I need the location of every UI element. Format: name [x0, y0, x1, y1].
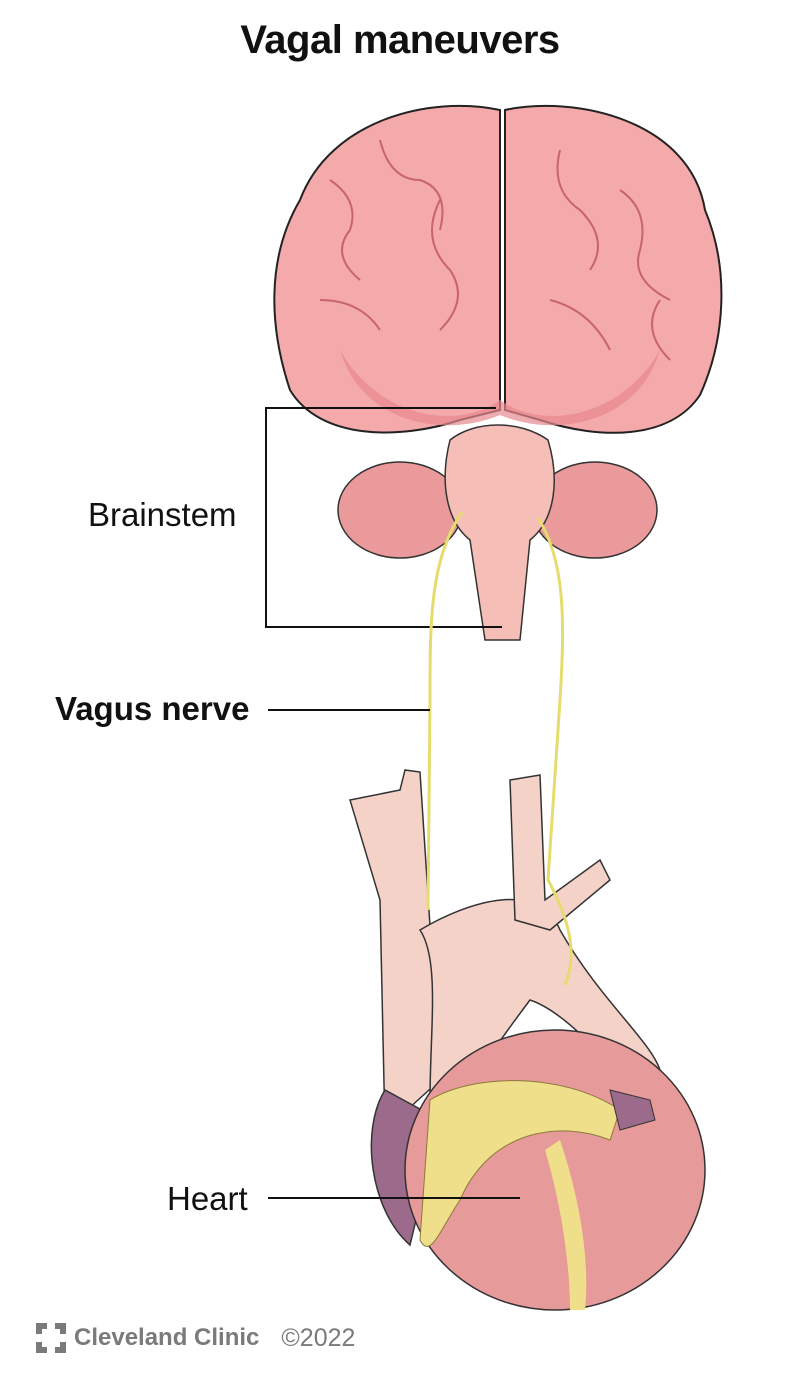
page-title: Vagal maneuvers — [240, 18, 560, 62]
cleveland-clinic-logo-icon — [36, 1323, 66, 1353]
vagus-nerve-right — [536, 517, 573, 986]
heart-label: Heart — [167, 1180, 248, 1217]
footer: Cleveland Clinic ©2022 — [36, 1323, 355, 1353]
vagus-nerve-label: Vagus nerve — [55, 690, 250, 727]
cerebellum-left — [337, 461, 463, 559]
vagus-nerve-left — [426, 511, 464, 911]
copyright: ©2022 — [281, 1323, 356, 1352]
brainstem-label: Brainstem — [88, 496, 237, 533]
brand-name: Cleveland Clinic — [74, 1324, 260, 1351]
brain — [273, 104, 723, 434]
brainstem — [444, 424, 555, 641]
brainstem-bracket — [265, 407, 502, 628]
heart — [370, 1029, 706, 1311]
